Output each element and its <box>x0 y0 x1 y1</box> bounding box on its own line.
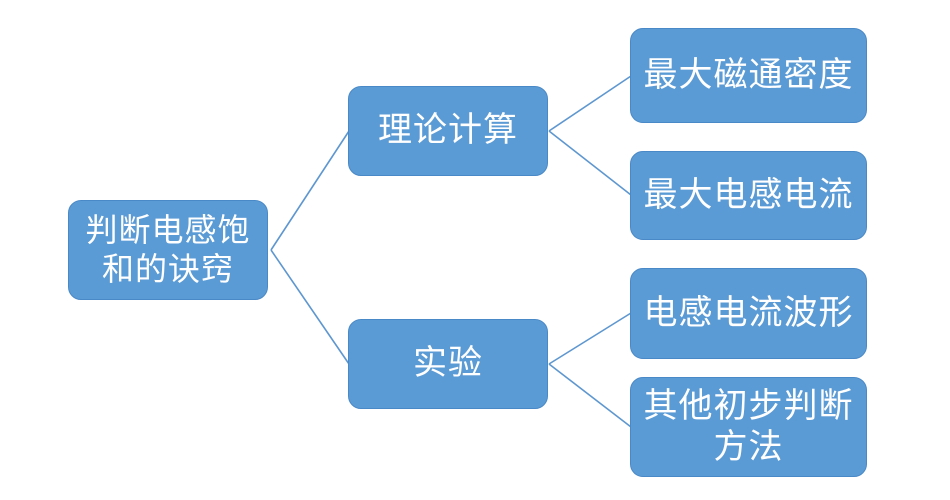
node-waveform-label: 电感电流波形 <box>643 293 854 332</box>
node-experiment-label: 实验 <box>413 344 483 383</box>
node-other-label-line2: 方法 <box>713 428 784 466</box>
node-theory-label: 理论计算 <box>378 111 518 150</box>
node-root-label-line2: 和的诀窍 <box>101 251 234 287</box>
node-theory: 理论计算 <box>348 86 548 176</box>
node-flux: 最大磁通密度 <box>630 28 867 123</box>
node-flux-label: 最大磁通密度 <box>643 55 854 94</box>
node-current: 最大电感电流 <box>630 151 867 240</box>
node-other-label-line1: 其他初步判断 <box>643 386 854 425</box>
connector-root-experiment <box>270 249 350 365</box>
node-root: 判断电感饱 和的诀窍 <box>68 200 268 300</box>
connector-theory-current <box>548 130 632 196</box>
connector-root-theory <box>270 130 350 251</box>
node-experiment: 实验 <box>348 319 548 409</box>
node-root-label-line1: 判断电感饱 <box>85 211 251 248</box>
connector-theory-flux <box>548 75 632 132</box>
connector-experiment-other <box>548 363 632 428</box>
node-current-label: 最大电感电流 <box>643 175 854 214</box>
connector-experiment-waveform <box>548 312 632 365</box>
node-waveform: 电感电流波形 <box>630 268 867 359</box>
node-other: 其他初步判断 方法 <box>630 377 867 477</box>
